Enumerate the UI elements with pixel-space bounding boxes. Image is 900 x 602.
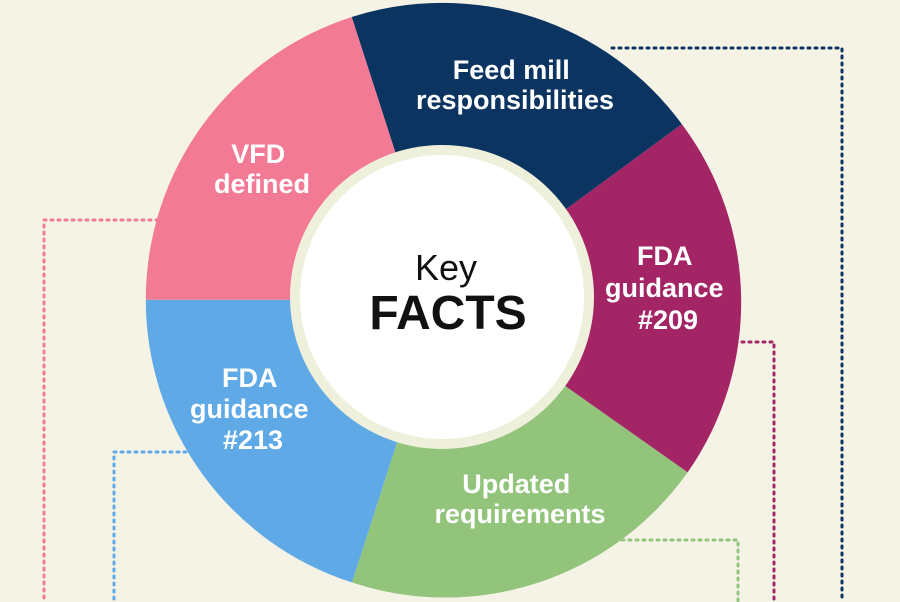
label-fda-213: FDA guidance #213 — [190, 363, 316, 455]
center-title-key: Key — [415, 247, 477, 288]
label-updated-line-2: requirements — [434, 499, 605, 529]
center-circle — [300, 155, 584, 439]
label-fda-213-line-3: #213 — [223, 425, 283, 455]
label-fda-209: FDA guidance #209 — [605, 241, 731, 335]
connector-updated — [620, 538, 740, 602]
label-fda-213-line-1: FDA — [222, 363, 277, 393]
label-feed-mill-line-2: responsibilities — [416, 85, 614, 115]
label-fda-213-line-2: guidance — [190, 394, 309, 424]
label-fda-209-line-3: #209 — [638, 305, 698, 335]
label-updated: Updated requirements — [434, 469, 605, 529]
label-feed-mill: Feed mill responsibilities — [416, 55, 614, 115]
connector-vfd — [42, 218, 160, 602]
label-updated-line-1: Updated — [462, 469, 570, 499]
label-vfd-line-2: defined — [214, 169, 310, 199]
label-fda-209-line-2: guidance — [605, 273, 724, 303]
connector-fda-209 — [740, 340, 776, 602]
label-vfd-line-1: VFD — [231, 139, 285, 169]
center-title-facts: FACTS — [369, 287, 526, 340]
connector-fda-213 — [112, 450, 188, 602]
label-vfd: VFD defined — [214, 139, 310, 199]
label-feed-mill-line-1: Feed mill — [453, 55, 570, 85]
connector-lines — [42, 46, 844, 602]
connector-feed-mill — [610, 46, 844, 602]
label-fda-209-line-1: FDA — [637, 241, 692, 271]
